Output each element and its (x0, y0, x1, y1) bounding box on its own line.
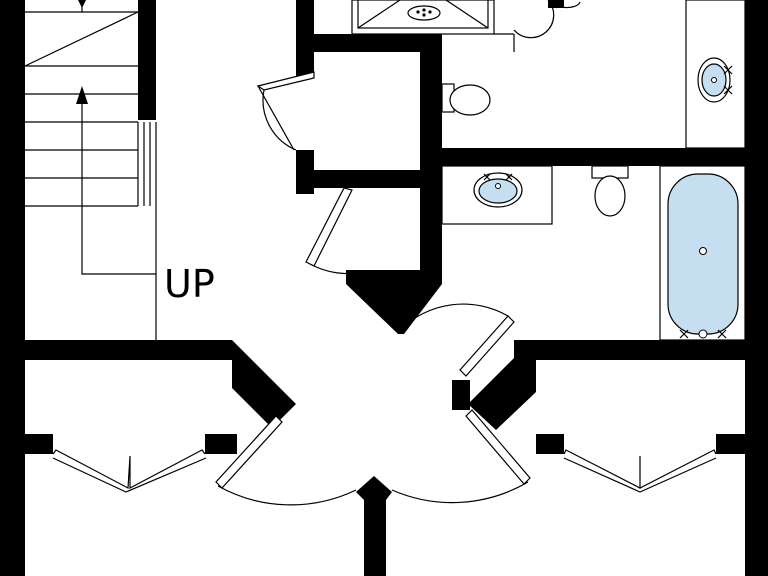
stair-arrow-line (81, 96, 156, 275)
wall-closet-middle (296, 170, 440, 188)
wall-bottom-center (356, 476, 392, 576)
wall-closet-top (296, 34, 440, 52)
wall-central-funnel (346, 270, 442, 334)
wall-outer-left (0, 0, 25, 576)
fixtures (351, 0, 746, 341)
toilet-upper-icon (449, 84, 491, 116)
shower-drain-icon (407, 5, 441, 21)
door-closet-lower[interactable] (305, 187, 353, 267)
wall-jamb-left-2 (296, 186, 314, 194)
wall-outer-right (745, 0, 768, 576)
wall-room-right-a (536, 434, 564, 454)
door-closet-upper[interactable] (256, 71, 315, 91)
stair-arrow-head (76, 86, 88, 104)
wall-bath-horizontal (420, 148, 745, 166)
wall-room-left-b (205, 434, 237, 454)
door-bifold-right[interactable] (563, 449, 717, 489)
wall-stair-enclosure (138, 0, 156, 120)
door-bathroom[interactable] (459, 315, 515, 377)
wall-hall-right (468, 340, 745, 430)
door-bifold-left[interactable] (52, 449, 206, 489)
door-bedroom-right[interactable] (465, 409, 531, 485)
toilet-lower-icon (594, 175, 626, 217)
wall-hall-left (25, 340, 296, 428)
wall-jamb-mid-left (452, 380, 470, 410)
stair-arrow-head-top (78, 0, 86, 8)
doors (52, 71, 717, 506)
wall-room-right-b (716, 434, 745, 454)
stair-up-label: UP (164, 262, 215, 306)
wall-room-left-a (25, 434, 53, 454)
staircase: UP (24, 0, 215, 340)
